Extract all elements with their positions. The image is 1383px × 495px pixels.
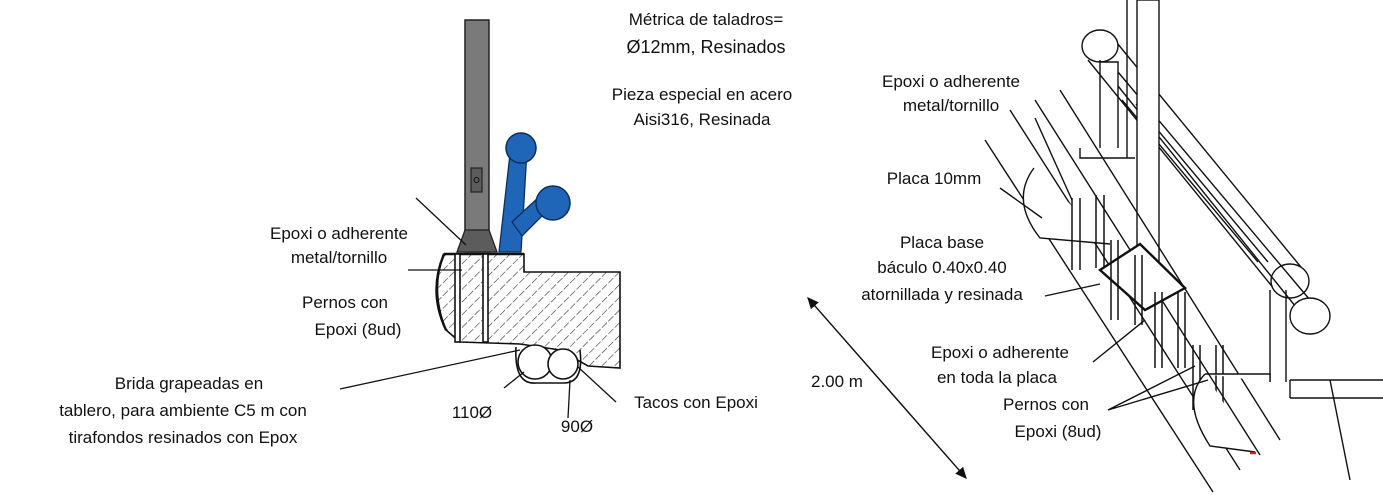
diameter-110-label: 110Ø: [452, 403, 492, 422]
iso-lamp-pole: [1136, 0, 1160, 263]
lamp-pole: [464, 19, 490, 253]
iso-epoxi-line2: metal/tornillo: [903, 96, 999, 115]
iso-pernos-line1: Pernos con: [1003, 395, 1089, 414]
top-rail: [1087, 31, 1306, 291]
anchor-bolt: [482, 253, 489, 343]
iso-epoxi-line1: Epoxi o adherente: [882, 72, 1020, 91]
pernos-label-line2: Epoxi (8ud): [315, 320, 402, 339]
steel-ball-lower: [535, 185, 571, 221]
pipe-clamp: [515, 346, 582, 384]
iso-epoxi-placa-line1: Epoxi o adherente: [931, 343, 1069, 362]
iso-anchor-bolts: [1071, 195, 1224, 410]
placa-base-line1: Placa base: [900, 233, 984, 252]
brida-label-line3: tirafondos resinados con Epox: [69, 428, 298, 447]
anchor-bolt: [454, 253, 461, 343]
placa-10mm-label: Placa 10mm: [887, 169, 981, 188]
pernos-label-line1: Pernos con: [302, 293, 388, 312]
iso-epoxi-placa-line2: en toda la placa: [937, 368, 1058, 387]
piece-note-line1: Pieza especial en acero: [612, 85, 793, 104]
dimension-label: 2.00 m: [811, 372, 863, 391]
pipe-90: [547, 348, 579, 380]
brida-label-line2: tablero, para ambiente C5 m con: [59, 401, 307, 420]
drill-note-line2: Ø12mm, Resinados: [626, 37, 785, 57]
drill-note-line1: Métrica de taladros=: [629, 10, 784, 29]
iso-deck-slab: [1193, 373, 1271, 453]
placa-base-line2: báculo 0.40x0.40: [877, 258, 1007, 277]
epoxi-label-line1: Epoxi o adherente: [270, 224, 408, 243]
iso-labels: Epoxi o adherente metal/tornillo Placa 1…: [811, 72, 1101, 441]
piece-note-line2: Aisi316, Resinada: [633, 110, 771, 129]
pole-bolt-icon: [470, 167, 483, 193]
isometric-view: [807, 0, 1383, 493]
brida-label-line1: Brida grapeadas en: [115, 374, 263, 393]
section-view: [339, 19, 621, 419]
pole-base-collar: [456, 229, 498, 253]
tacos-label: Tacos con Epoxi: [634, 393, 758, 412]
section-labels: Métrica de taladros= Ø12mm, Resinados Pi…: [59, 10, 792, 447]
epoxi-label-line2: metal/tornillo: [291, 248, 387, 267]
diameter-90-label: 90Ø: [561, 417, 593, 436]
iso-pernos-line2: Epoxi (8ud): [1015, 422, 1102, 441]
pipe-110: [517, 344, 553, 380]
steel-ball-upper: [505, 132, 537, 164]
placa-base-line3: atornillada y resinada: [861, 285, 1023, 304]
